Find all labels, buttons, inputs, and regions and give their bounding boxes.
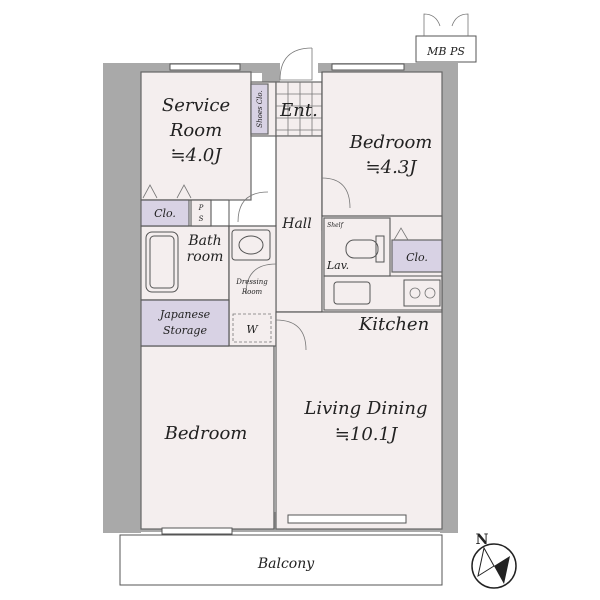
bathroom-label-2: room (187, 249, 224, 265)
service-room (140, 71, 252, 201)
kitchen-counter (323, 275, 443, 311)
balcony-label: Balcony (257, 556, 315, 572)
living-dining-size: ≒10.1J (335, 424, 399, 445)
closet-right-label: Clo. (406, 251, 428, 264)
window-service-room (169, 63, 241, 71)
ps-label-2: S (199, 215, 204, 223)
bedroom-top-label: Bedroom (349, 132, 433, 153)
bathtub (145, 231, 179, 293)
window-bedroom-top (331, 63, 405, 71)
ps-label-1: P (198, 204, 204, 212)
bedroom-bottom (140, 345, 275, 530)
dressing-room-label-1: Dressing (235, 278, 268, 286)
interior-walls (141, 72, 442, 529)
living-dining-label: Living Dining (303, 398, 427, 419)
compass-label: N (476, 532, 489, 548)
entrance-label: Ent. (279, 100, 318, 121)
closet-right (391, 239, 443, 273)
mb-ps-label: MB PS (426, 45, 465, 58)
japanese-storage-label-2: Storage (163, 324, 207, 337)
stove-icon (403, 279, 441, 307)
shoes-closet (250, 83, 269, 135)
service-room-label-1: Service (162, 95, 230, 116)
washbasin (231, 229, 271, 261)
washbasin-bowl (238, 235, 264, 255)
toilet-tank (375, 235, 385, 263)
dressing-room-label-2: Room (241, 288, 263, 296)
japanese-storage-label-1: Japanese (158, 308, 211, 321)
compass-icon (471, 543, 517, 589)
mb-ps-doors (423, 13, 469, 36)
service-room-size: ≒4.0J (171, 145, 224, 166)
bathtub-inner (149, 235, 175, 289)
hall-label: Hall (281, 216, 312, 232)
window-living (287, 514, 407, 524)
washer-space (232, 313, 272, 343)
doors (142, 47, 409, 351)
balcony (119, 534, 443, 586)
washer-label: W (246, 323, 259, 336)
bedroom-bottom-label: Bedroom (164, 423, 248, 444)
mb-ps-box (415, 35, 477, 63)
service-room-label-2: Room (169, 120, 222, 141)
kitchen-label: Kitchen (358, 314, 429, 335)
shelf-label: Shelf (327, 222, 344, 229)
entrance-tiles (276, 82, 322, 136)
lavatory-label: Lav. (326, 259, 349, 272)
window-bedroom-bottom (161, 527, 233, 535)
bedroom-top (321, 71, 443, 231)
living-dining (275, 311, 443, 530)
closet-left-label: Clo. (154, 207, 176, 220)
lavatory (323, 217, 391, 277)
bedroom-top-size: ≒4.3J (366, 157, 419, 178)
kitchen-sink (333, 281, 371, 305)
shoes-closet-label: Shoes Clo. (256, 90, 264, 127)
japanese-storage (140, 299, 230, 347)
bathroom-label-1: Bath (187, 233, 221, 249)
hall (275, 135, 323, 313)
entrance (275, 81, 323, 137)
toilet (345, 239, 379, 259)
